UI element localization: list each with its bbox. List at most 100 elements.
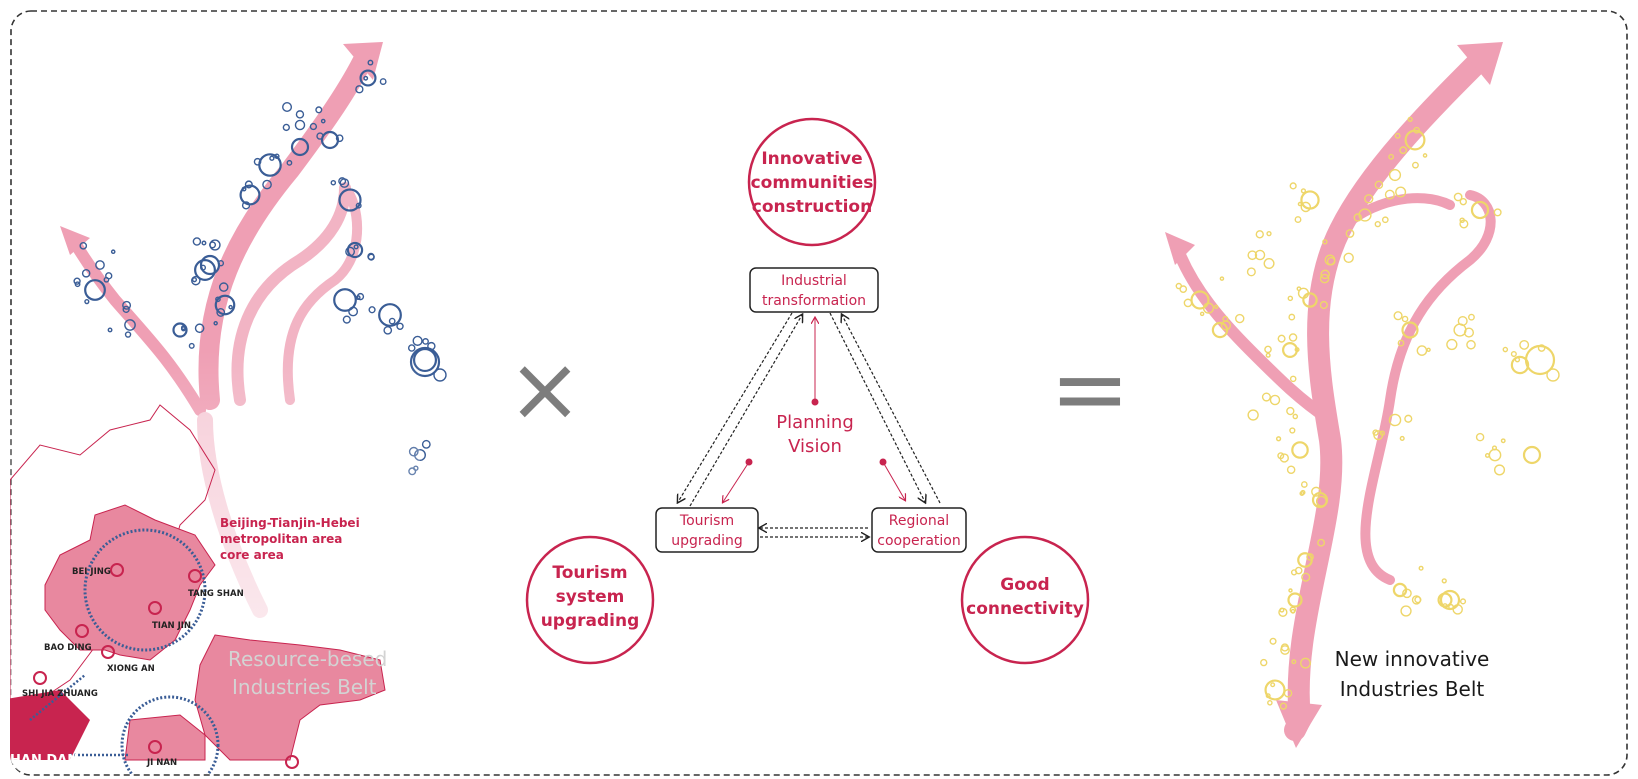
- yellow-bubble: [1384, 189, 1395, 200]
- yellow-bubble: [1399, 435, 1405, 441]
- blue-bubble: [84, 299, 90, 305]
- yellow-bubble: [1457, 315, 1468, 327]
- yellow-bubble: [1199, 311, 1205, 317]
- yellow-bubble: [1320, 269, 1330, 280]
- stream-left-arrow: [60, 226, 90, 255]
- yellow-bubble: [1374, 180, 1384, 190]
- yellow-bubble: [1413, 126, 1421, 134]
- yellow-bubble: [1441, 578, 1447, 584]
- yellow-bubble: [1411, 595, 1422, 605]
- blue-bubble: [122, 305, 130, 313]
- city-label-tianjin: TIAN JIN: [152, 621, 191, 631]
- blue-bubble: [209, 241, 217, 249]
- center-label-line1: Planning: [776, 412, 854, 433]
- yellow-bubble: [1394, 132, 1401, 139]
- yellow-bubble: [1311, 486, 1322, 497]
- yellow-bubble: [1470, 200, 1490, 220]
- city-label-beijing: BEI JING: [72, 567, 111, 577]
- yellow-bubble: [1294, 347, 1300, 353]
- city-marker-qingdao: [285, 755, 299, 769]
- circle-right-line1: Good: [1000, 575, 1049, 595]
- connector-right-to-top-b: [842, 315, 941, 504]
- yellow-bubble: [1260, 658, 1268, 667]
- blue-bubble: [355, 202, 362, 209]
- yellow-bubble: [1282, 342, 1298, 358]
- yellow-bubble: [1402, 588, 1412, 599]
- blue-bubble: [378, 303, 402, 327]
- yellow-bubble: [1514, 356, 1521, 363]
- blue-bubble: [228, 304, 233, 310]
- blue-bubble: [192, 237, 202, 246]
- yellow-bubble: [1246, 267, 1256, 277]
- yellow-bubble: [1179, 285, 1188, 294]
- yellow-bubble: [1220, 320, 1232, 331]
- blue-bubble: [124, 319, 136, 331]
- region-label-line3: core area: [220, 548, 284, 562]
- yellow-bubble: [1265, 693, 1271, 699]
- blue-bubble: [199, 254, 221, 276]
- right-stream-top-arrow: [1457, 42, 1503, 85]
- core-area-shape: [44, 504, 216, 661]
- yellow-bubble: [1247, 409, 1259, 421]
- yellow-bubble: [1374, 220, 1381, 228]
- yellow-bubble: [1283, 688, 1293, 698]
- yellow-bubble: [1459, 197, 1467, 206]
- core-area-ring: [83, 528, 207, 652]
- yellow-bubble: [1289, 606, 1297, 614]
- yellow-bubble: [1493, 464, 1506, 476]
- yellow-bubble: [1412, 161, 1419, 169]
- region-label-line1: Beijing-Tianjin-Hebei: [220, 516, 360, 530]
- blue-bubble: [274, 153, 280, 159]
- yellow-bubble: [1287, 592, 1303, 608]
- blue-bubble: [73, 277, 81, 285]
- yellow-bubble: [1388, 153, 1395, 160]
- city-label-xiongan: XIONG AN: [107, 664, 155, 674]
- blue-bubble: [363, 75, 369, 81]
- city-marker-jinan: [148, 740, 162, 754]
- circle-right-line2: connectivity: [966, 599, 1084, 619]
- blue-bubble: [107, 327, 113, 333]
- blue-bubble: [320, 130, 340, 150]
- yellow-bubble: [1397, 339, 1405, 347]
- circle-left-line1: Tourism: [552, 563, 627, 583]
- yellow-bubble: [1353, 213, 1362, 222]
- blue-bubble: [81, 268, 91, 278]
- yellow-bubble: [1290, 569, 1298, 576]
- region-map: BEI JING TANG SHAN TIAN JIN BAO DING XIO…: [10, 404, 387, 774]
- yellow-bubble: [1407, 116, 1413, 123]
- city-marker-xiongan: [101, 645, 115, 659]
- yellow-bubble: [1364, 194, 1374, 204]
- blue-bubble: [244, 180, 253, 189]
- blue-bubble: [433, 368, 447, 382]
- yellow-bubble: [1289, 375, 1297, 383]
- yellow-bubble: [1502, 346, 1509, 353]
- blue-bubble: [269, 155, 275, 161]
- city-marker-shijiazhuang: [33, 671, 47, 685]
- yellow-bubble: [1219, 276, 1225, 281]
- center-label-line2: Vision: [788, 436, 842, 457]
- yellow-bubble: [1289, 427, 1296, 434]
- pointer-dot-right: [879, 458, 887, 466]
- blue-bubble: [214, 294, 236, 316]
- yellow-bubble: [1401, 315, 1409, 323]
- yellow-bubble: [1286, 406, 1295, 416]
- box-right-line1: Regional: [889, 513, 949, 529]
- blue-bubble: [194, 259, 216, 281]
- blue-bubble: [367, 59, 374, 66]
- blue-bubble: [309, 122, 318, 131]
- blue-bubble: [213, 321, 218, 326]
- province-outline: [10, 404, 216, 701]
- yellow-bubble: [1319, 300, 1328, 310]
- blue-bubble: [241, 186, 247, 192]
- yellow-bubble: [1345, 229, 1355, 238]
- yellow-bubble: [1264, 345, 1272, 354]
- yellow-bubble: [1275, 436, 1282, 442]
- new-belt-label-line1: New innovative: [1335, 647, 1490, 671]
- blue-bubble: [379, 78, 387, 86]
- yellow-bubble: [1326, 256, 1336, 266]
- yellow-bubble: [1300, 489, 1306, 495]
- box-tourism-upgrading: [655, 507, 759, 553]
- box-left-line2: upgrading: [671, 533, 743, 549]
- yellow-bubble: [1269, 637, 1277, 645]
